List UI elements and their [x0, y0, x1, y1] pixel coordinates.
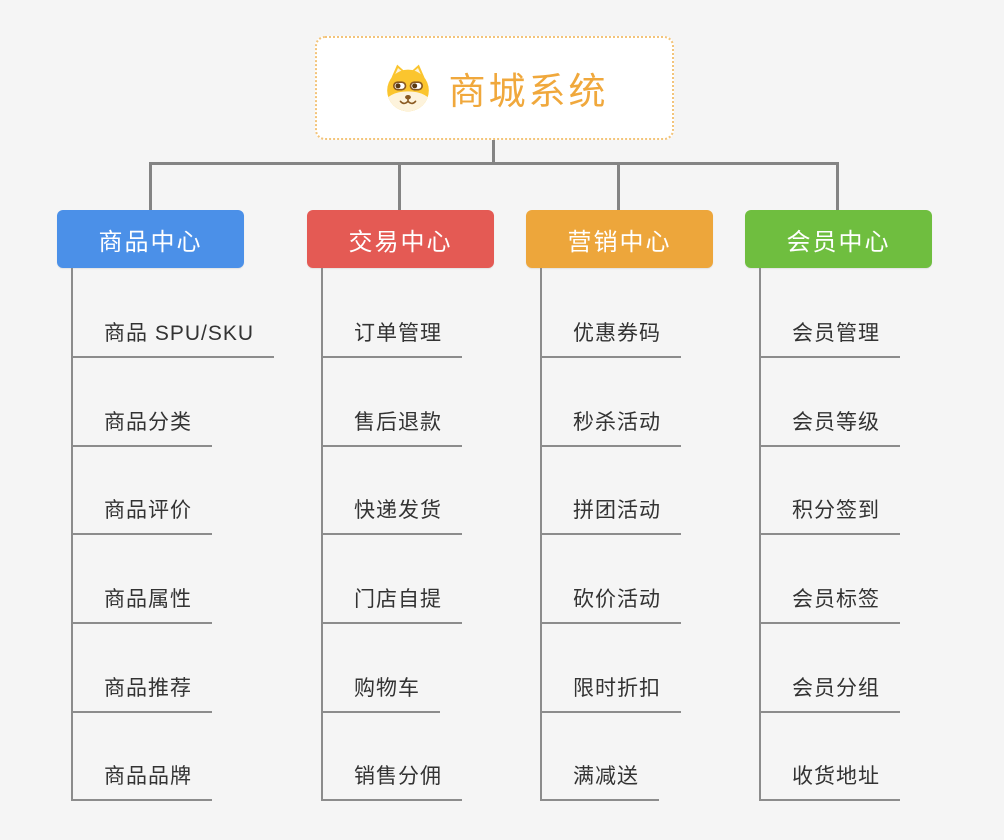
topic-item[interactable]: 销售分佣: [321, 763, 462, 801]
topic-item[interactable]: 拼团活动: [540, 497, 681, 535]
branch-column-member-center: 会员管理 会员等级 积分签到 会员标签 会员分组 收货地址: [759, 268, 1004, 802]
branch-label: 交易中心: [348, 228, 453, 256]
topic-item[interactable]: 砍价活动: [540, 586, 681, 624]
connector-drop-product: [149, 162, 152, 211]
topic-item[interactable]: 订单管理: [321, 320, 462, 358]
topic-item[interactable]: 门店自提: [321, 586, 462, 624]
topic-item[interactable]: 商品推荐: [71, 675, 212, 713]
connector-bus: [149, 162, 839, 165]
connector-drop-trade: [398, 162, 401, 211]
topic-item[interactable]: 商品分类: [71, 409, 212, 447]
topic-item[interactable]: 商品属性: [71, 586, 212, 624]
topic-item[interactable]: 商品品牌: [71, 763, 212, 801]
topic-item[interactable]: 快递发货: [321, 497, 462, 535]
topic-item[interactable]: 会员分组: [759, 675, 900, 713]
topic-item[interactable]: 限时折扣: [540, 675, 681, 713]
branch-label: 会员中心: [786, 228, 891, 256]
topic-item[interactable]: 秒杀活动: [540, 409, 681, 447]
topic-item[interactable]: 会员管理: [759, 320, 900, 358]
connector-drop-member: [836, 162, 839, 211]
branch-label: 商品中心: [98, 228, 203, 256]
branch-column-product-center: 商品 SPU/SKU 商品分类 商品评价 商品属性 商品推荐 商品品牌: [71, 268, 321, 802]
branch-label: 营销中心: [567, 228, 672, 256]
topic-item[interactable]: 收货地址: [759, 763, 900, 801]
topic-item[interactable]: 会员标签: [759, 586, 900, 624]
branch-node-trade-center[interactable]: 交易中心: [307, 210, 494, 268]
topic-item[interactable]: 优惠券码: [540, 320, 681, 358]
branch-node-product-center[interactable]: 商品中心: [57, 210, 244, 268]
topic-item[interactable]: 购物车: [321, 675, 440, 713]
branch-column-marketing-center: 优惠券码 秒杀活动 拼团活动 砍价活动 限时折扣 满减送: [540, 268, 790, 802]
root-label: 商城系统: [448, 71, 609, 112]
branch-column-trade-center: 订单管理 售后退款 快递发货 门店自提 购物车 销售分佣: [321, 268, 571, 802]
branch-node-marketing-center[interactable]: 营销中心: [526, 210, 713, 268]
topic-item[interactable]: 商品 SPU/SKU: [71, 320, 275, 358]
connector-root-stem: [492, 140, 495, 164]
topic-item[interactable]: 满减送: [540, 763, 659, 801]
root-node-mall-system[interactable]: 商城系统: [315, 36, 674, 140]
topic-item[interactable]: 售后退款: [321, 409, 462, 447]
dog-face-icon: [386, 64, 429, 112]
connector-drop-marketing: [617, 162, 620, 211]
branch-node-member-center[interactable]: 会员中心: [745, 210, 932, 268]
topic-item[interactable]: 会员等级: [759, 409, 900, 447]
topic-item[interactable]: 商品评价: [71, 497, 212, 535]
topic-item[interactable]: 积分签到: [759, 497, 900, 535]
